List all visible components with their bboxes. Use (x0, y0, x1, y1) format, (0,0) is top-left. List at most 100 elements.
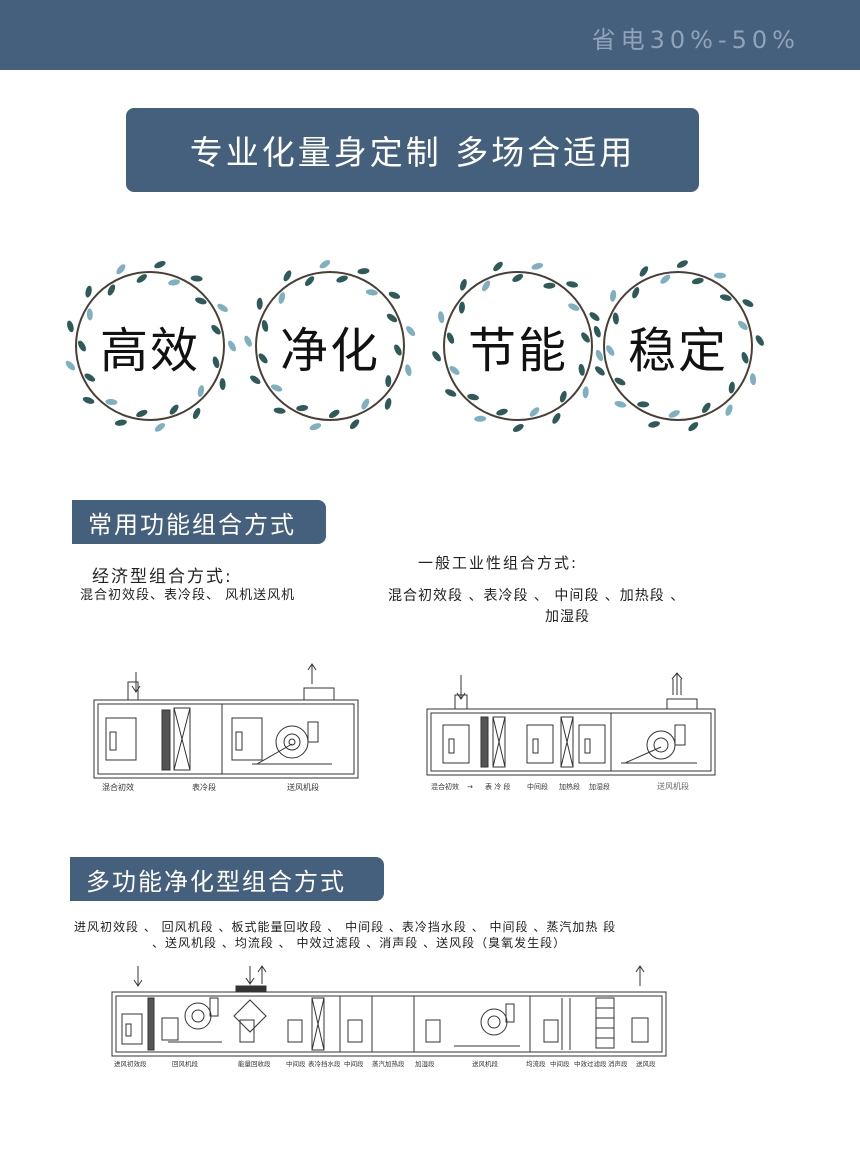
leaf-icon (244, 335, 252, 347)
feature-word: 高效 (99, 323, 200, 379)
leaf-icon (595, 366, 605, 376)
economic-title: 经济型组合方式: (92, 567, 233, 587)
wreath-graphic (244, 260, 416, 431)
wreath-stable: 稳定 (588, 256, 768, 436)
industrial-unit-diagram: 混合初效 → 表 冷 段 中间段 加热段 加湿段 送风机段 (426, 672, 716, 791)
diagram-label: 加湿段 (589, 782, 610, 791)
vine-ring (255, 271, 405, 421)
leaf-icon (168, 279, 181, 286)
leaf-icon (65, 360, 76, 371)
leaf-icon (493, 261, 503, 272)
leaf-icon (384, 398, 392, 410)
leaf-icon (668, 410, 680, 418)
multifunction-unit-diagram: 进风初效段 回风机段 能量回收段 中间段 表冷挡水段 中间段 蒸汽加热段 加湿段… (111, 965, 667, 1068)
leaf-icon (217, 303, 228, 312)
leaf-icon (467, 393, 480, 401)
leaf-icon (105, 398, 118, 406)
diagram-label: 混合初效 (431, 782, 459, 791)
leaf-icon (482, 280, 491, 292)
leaf-icon (256, 297, 263, 310)
leaf-icon (169, 404, 179, 415)
diagram-label: 送风机段 (472, 1059, 499, 1068)
leaf-icon (136, 274, 147, 283)
leaf-icon (116, 264, 126, 275)
section-title-multifunction: 多功能净化型组合方式 (70, 857, 384, 901)
leaf-icon (250, 375, 261, 385)
leaf-icon (582, 386, 589, 399)
leaf-icon (531, 262, 544, 270)
feature-word: 节能 (467, 323, 568, 379)
leaf-icon (632, 287, 640, 299)
leaf-icon (67, 320, 74, 333)
multifunction-desc-line2: 、送风机段 、均流段 、 中效过滤段 、消声段 、送风段（臭氧发生段） (152, 936, 567, 950)
main-banner: 专业化量身定制 多场合适用 (126, 108, 699, 192)
leaf-icon (304, 276, 315, 286)
leaf-icon (273, 407, 286, 414)
leaf-icon (349, 419, 360, 430)
leaf-icon (648, 421, 660, 428)
economic-unit-diagram: 混合初效 表冷段 送风机段 (93, 663, 359, 792)
leaf-icon (78, 340, 86, 352)
diagram-label: 混合初效 (102, 782, 134, 792)
leaf-icon (278, 292, 286, 304)
leaf-icon (86, 308, 93, 321)
diagram-label: → (467, 783, 473, 791)
industrial-title: 一般工业性组合方式: (418, 554, 579, 572)
industrial-desc-line2: 加湿段 (545, 609, 590, 625)
leaf-icon (725, 404, 733, 416)
leaf-icon (496, 408, 508, 416)
leaf-icon (612, 312, 619, 325)
diagram-label: 送风机段 (287, 782, 319, 792)
industrial-desc-line1: 混合初效段 、表冷段 、 中间段 、加热段 、 (388, 588, 686, 604)
leaf-icon (458, 301, 465, 314)
leaf-icon (614, 377, 626, 386)
diagram-label: 均流段 (526, 1059, 546, 1068)
leaf-icon (637, 401, 650, 408)
leaf-icon (445, 389, 457, 397)
leaf-icon (749, 373, 757, 386)
leaf-icon (512, 424, 524, 432)
leaf-icon (405, 364, 412, 377)
leaf-icon (154, 423, 166, 432)
energy-saving-tag: 省电30%-50% (591, 26, 800, 54)
diagram-label: 加热段 (559, 782, 580, 791)
diagram-label: 中效过滤段 (574, 1059, 607, 1068)
diagram-label: 回风机段 (172, 1059, 199, 1068)
diagram-label: 送风机段 (657, 781, 689, 791)
multifunction-desc-line1: 进风初效段 、 回风机段 、板式能量回收段 、 中间段 、表冷挡水段 、 中间段… (74, 920, 617, 934)
wreath-graphic (432, 261, 604, 432)
diagram-label: 能量回收段 (238, 1059, 271, 1068)
leaf-icon (365, 289, 378, 296)
leaf-icon (190, 275, 203, 282)
leaf-icon (688, 422, 699, 432)
vine-ring (443, 271, 593, 421)
leaf-icon (438, 311, 445, 324)
leaf-icon (385, 375, 392, 388)
leaf-icon (258, 353, 268, 364)
leaf-icon (406, 326, 416, 337)
leaf-icon (386, 313, 398, 323)
wreath-graphic (593, 260, 764, 432)
diagram-label: 表 冷 段 (485, 782, 510, 791)
leaf-icon (309, 423, 322, 431)
leaf-icon (212, 356, 220, 369)
leaf-icon (578, 363, 585, 376)
feature-word: 稳定 (627, 323, 728, 379)
leaf-icon (319, 260, 331, 269)
leaf-icon (136, 409, 148, 418)
top-bar: 省电30%-50% (0, 0, 860, 70)
vine-ring (603, 271, 753, 421)
diagram-label: 中间段 (527, 782, 548, 791)
vine-ring (75, 271, 225, 421)
leaf-icon (261, 320, 269, 332)
diagram-label: 进风初效段 (114, 1059, 147, 1068)
leaf-icon (388, 291, 401, 299)
diagram-label: 消声段 (608, 1059, 628, 1068)
leaf-icon (529, 407, 540, 417)
diagram-label: 中间段 (550, 1059, 570, 1068)
wreath-purify: 净化 (240, 256, 420, 436)
diagram-label: 送风段 (636, 1059, 656, 1068)
leaf-icon (552, 413, 561, 424)
leaf-icon (581, 332, 590, 343)
leaf-icon (361, 398, 370, 410)
